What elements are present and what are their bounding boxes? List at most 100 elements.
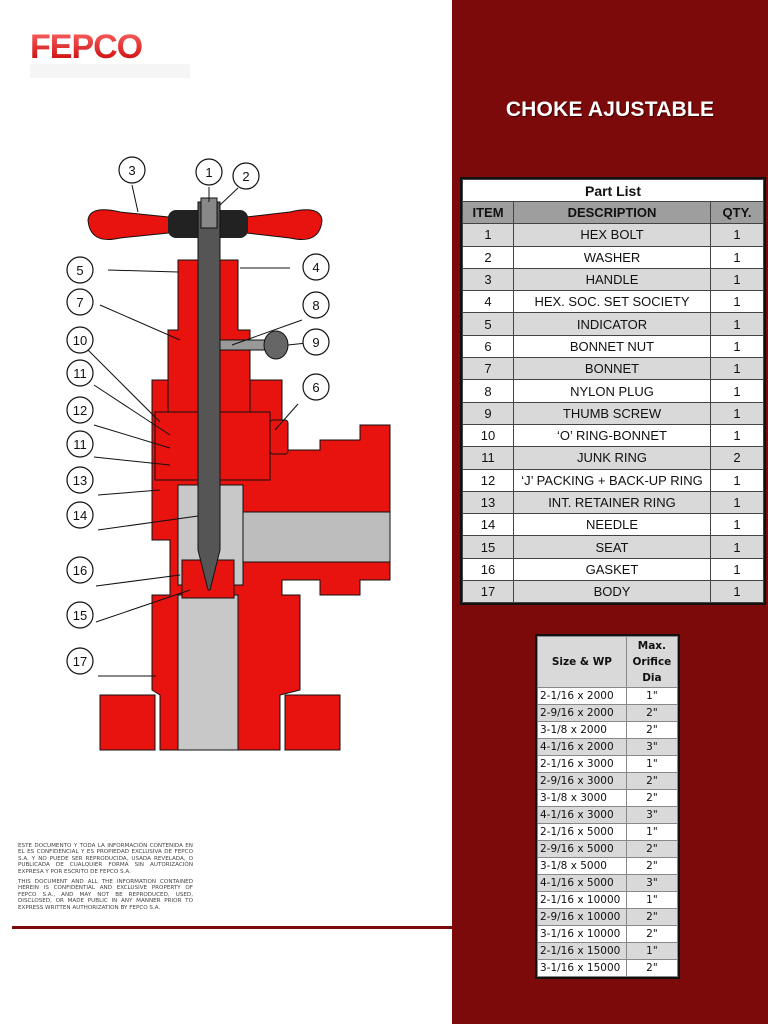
part-qty: 1 xyxy=(710,379,764,403)
choke-valve-drawing: 1 2 3 4 5 6 7 8 9 10 11 12 11 13 14 16 1… xyxy=(66,156,391,751)
svg-text:11: 11 xyxy=(73,437,87,452)
disclaimer-en: THIS DOCUMENT AND ALL THE INFORMATION CO… xyxy=(18,879,193,911)
svg-text:9: 9 xyxy=(312,335,319,350)
part-item: 1 xyxy=(462,223,514,247)
logo-text-red: FEPCO xyxy=(30,28,143,66)
svg-text:12: 12 xyxy=(73,403,87,418)
svg-text:2: 2 xyxy=(242,169,249,184)
part-qty: 1 xyxy=(710,290,764,314)
part-qty: 1 xyxy=(710,490,764,515)
part-description: SEAT xyxy=(513,535,711,559)
callout-5: 5 xyxy=(66,256,94,284)
orifice-size: 2-9/16 x 10000 xyxy=(537,908,627,926)
orifice-table: Size & WP Max. Orifice Dia 2-1/16 x 2000… xyxy=(535,634,680,979)
part-description: HEX BOLT xyxy=(513,223,711,247)
orifice-size: 4-1/16 x 5000 xyxy=(537,874,627,892)
part-item: 4 xyxy=(462,290,514,314)
svg-text:7: 7 xyxy=(76,295,83,310)
callout-3: 3 xyxy=(118,156,146,184)
part-description: INDICATOR xyxy=(513,312,711,336)
orifice-dia: 2" xyxy=(625,857,679,875)
part-qty: 1 xyxy=(710,401,764,425)
part-qty: 1 xyxy=(710,468,764,492)
part-description: HEX. SOC. SET SOCIETY xyxy=(513,290,711,314)
orifice-dia: 1" xyxy=(625,823,679,841)
callout-10: 11 xyxy=(66,359,94,387)
part-list-caption: Part List xyxy=(462,179,764,202)
svg-text:10: 10 xyxy=(73,333,87,348)
part-item: 5 xyxy=(462,312,514,336)
part-item: 2 xyxy=(462,245,514,269)
part-qty: 1 xyxy=(710,557,764,582)
orifice-dia: 3" xyxy=(625,874,679,892)
callout-12: 12 xyxy=(66,396,94,424)
part-description: BONNET NUT xyxy=(513,334,711,359)
part-qty: 1 xyxy=(710,580,764,604)
orifice-size: 3-1/8 x 5000 xyxy=(537,857,627,875)
page-title: CHOKE AJUSTABLE xyxy=(505,98,715,121)
part-item: 7 xyxy=(462,357,514,381)
part-item: 8 xyxy=(462,379,514,403)
part-item: 11 xyxy=(462,446,514,470)
part-qty: 1 xyxy=(710,513,764,537)
callout-1: 1 xyxy=(195,158,223,186)
part-description: NEEDLE xyxy=(513,513,711,537)
orifice-size: 4-1/16 x 2000 xyxy=(537,738,627,756)
part-description: BONNET xyxy=(513,357,711,381)
orifice-size: 2-1/16 x 2000 xyxy=(537,687,627,705)
callout-8: 8 xyxy=(302,291,330,319)
callout-6: 6 xyxy=(302,373,330,401)
orifice-dia: 1" xyxy=(625,942,679,960)
part-qty: 1 xyxy=(710,423,764,448)
orifice-size: 2-1/16 x 3000 xyxy=(537,755,627,773)
header-item: ITEM xyxy=(462,200,514,225)
part-item: 15 xyxy=(462,535,514,559)
orifice-size: 2-1/16 x 15000 xyxy=(537,942,627,960)
orifice-dia: 1" xyxy=(625,891,679,909)
callout-15: 15 xyxy=(66,601,94,629)
svg-text:5: 5 xyxy=(76,263,83,278)
svg-text:11: 11 xyxy=(73,366,87,381)
part-description: INT. RETAINER RING xyxy=(513,490,711,515)
part-item: 14 xyxy=(462,513,514,537)
orifice-size: 2-9/16 x 3000 xyxy=(537,772,627,790)
header-qty: QTY. xyxy=(710,200,764,225)
callout-13: 13 xyxy=(66,466,94,494)
svg-text:1: 1 xyxy=(205,165,212,180)
part-description: JUNK RING xyxy=(513,446,711,470)
orifice-size: 2-1/16 x 5000 xyxy=(537,823,627,841)
callout-17: 17 xyxy=(66,647,94,675)
orifice-size: 2-9/16 x 5000 xyxy=(537,840,627,858)
callout-9: 9 xyxy=(302,328,330,356)
part-qty: 1 xyxy=(710,535,764,559)
part-description: GASKET xyxy=(513,557,711,582)
svg-text:14: 14 xyxy=(73,508,87,523)
part-item: 12 xyxy=(462,468,514,492)
part-qty: 1 xyxy=(710,223,764,247)
part-qty: 1 xyxy=(710,312,764,336)
orifice-dia: 1" xyxy=(625,755,679,773)
